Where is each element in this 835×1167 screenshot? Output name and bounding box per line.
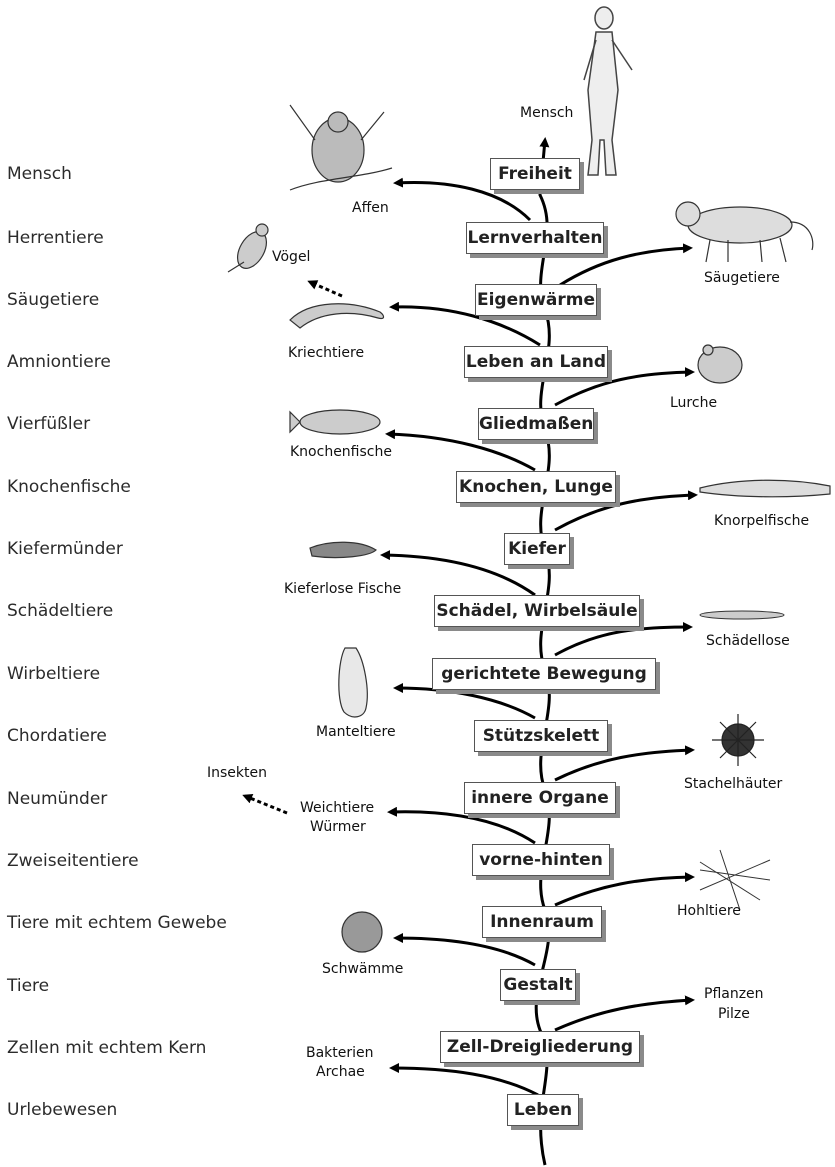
trait-box: Gliedmaßen: [478, 408, 594, 440]
ocelot-illustration: [675, 201, 814, 263]
branch-label-archae: Archae: [316, 1064, 365, 1080]
branch-label-manteltiere: Manteltiere: [316, 724, 396, 740]
branch-pflanzen: [554, 995, 695, 1032]
level-label: Neumünder: [7, 789, 108, 809]
branch-label-stachelhaeuter: Stachelhäuter: [684, 776, 783, 792]
level-label: Säugetiere: [7, 290, 100, 310]
trait-box: Innenraum: [482, 906, 602, 938]
dotted-arrow-insekten: [242, 793, 288, 815]
branch-affen: [393, 177, 532, 222]
tunicate-illustration: [338, 647, 368, 718]
branch-label-kieferlose: Kieferlose Fische: [284, 581, 402, 597]
trait-box: innere Organe: [464, 782, 616, 814]
branch-label-hohltiere: Hohltiere: [677, 903, 741, 919]
branch-label-bakterien: Bakterien: [306, 1045, 374, 1061]
level-label: Urlebewesen: [7, 1100, 118, 1120]
branch-bakterien: [389, 1063, 539, 1097]
level-label: Kiefermünder: [7, 539, 123, 559]
lizard-illustration: [289, 303, 385, 329]
branch-label-saeugetiere: Säugetiere: [704, 270, 780, 286]
bird-illustration: [227, 223, 269, 273]
branch-knorpelfische: [554, 490, 698, 532]
trait-box: Freiheit: [490, 158, 580, 190]
level-label: Tiere mit echtem Gewebe: [7, 913, 227, 933]
ape-illustration: [289, 104, 393, 191]
trait-box: gerichtete Bewegung: [432, 658, 656, 690]
human-illustration: [583, 6, 633, 176]
level-label: Wirbeltiere: [7, 664, 101, 684]
trait-box: Stützskelett: [474, 720, 608, 752]
branch-label-kriechtiere: Kriechtiere: [288, 345, 365, 361]
level-label: Amniontiere: [7, 352, 111, 372]
level-label: Schädeltiere: [7, 601, 114, 621]
branch-saeugetiere: [559, 243, 693, 287]
branch-schaedellose: [554, 622, 693, 657]
level-label: Zellen mit echtem Kern: [7, 1038, 207, 1058]
branch-label-affen: Affen: [352, 200, 389, 216]
branch-lurche: [554, 367, 695, 407]
branch-kieferlose: [380, 550, 536, 597]
branch-label-knochenfische: Knochenfische: [290, 444, 392, 460]
shark-illustration: [699, 479, 831, 498]
branch-label-mensch: Mensch: [520, 105, 574, 121]
branch-label-knorpelfische: Knorpelfische: [714, 513, 810, 529]
branch-label-schwaemme: Schwämme: [322, 961, 404, 977]
trait-box: Leben: [507, 1094, 579, 1126]
level-label: Chordatiere: [7, 726, 107, 746]
trait-box: Leben an Land: [464, 346, 608, 378]
branch-weichtiere: [387, 806, 536, 845]
trait-box: Eigenwärme: [475, 284, 597, 316]
branch-label-weichtiere: Weichtiere: [300, 800, 375, 816]
branch-stachelhaeuter: [554, 745, 695, 782]
branch-label-insekten: Insekten: [207, 765, 267, 781]
branch-manteltiere: [393, 683, 536, 720]
level-label: Zweiseitentiere: [7, 851, 139, 871]
branch-label-wuermer: Würmer: [310, 819, 366, 835]
trait-box: Lernverhalten: [466, 222, 604, 254]
level-label: Herrentiere: [7, 228, 104, 248]
dotted-arrow-voegel: [307, 280, 343, 298]
trait-box: Kiefer: [504, 533, 570, 565]
level-label: Vierfüßler: [7, 414, 91, 434]
jellyfish-illustration: [699, 849, 771, 911]
lancelet-illustration: [699, 610, 785, 620]
branch-hohltiere: [554, 872, 695, 907]
frog-illustration: [697, 344, 743, 384]
trait-box: Gestalt: [500, 969, 576, 1001]
fish-illustration: [289, 409, 381, 435]
level-label: Mensch: [7, 164, 72, 184]
trait-box: Schädel, Wirbelsäule: [434, 595, 640, 627]
trait-box: Knochen, Lunge: [456, 471, 616, 503]
branch-label-pilze: Pilze: [718, 1006, 750, 1022]
branch-label-lurche: Lurche: [670, 395, 718, 411]
lamprey-illustration: [309, 541, 377, 559]
branch-label-pflanzen: Pflanzen: [704, 986, 764, 1002]
sponge-illustration: [341, 911, 383, 953]
branch-knochenfische: [385, 429, 536, 472]
branch-kriechtiere: [389, 301, 541, 347]
branch-schwaemme: [393, 933, 536, 967]
trait-box: Zell-Dreigliederung: [440, 1031, 640, 1063]
trait-box: vorne-hinten: [472, 844, 610, 876]
level-label: Knochenfische: [7, 477, 131, 497]
level-label: Tiere: [7, 976, 50, 996]
branch-label-voegel: Vögel: [272, 249, 311, 265]
branch-label-schaedellose: Schädellose: [706, 633, 790, 649]
urchin-illustration: [712, 714, 764, 766]
